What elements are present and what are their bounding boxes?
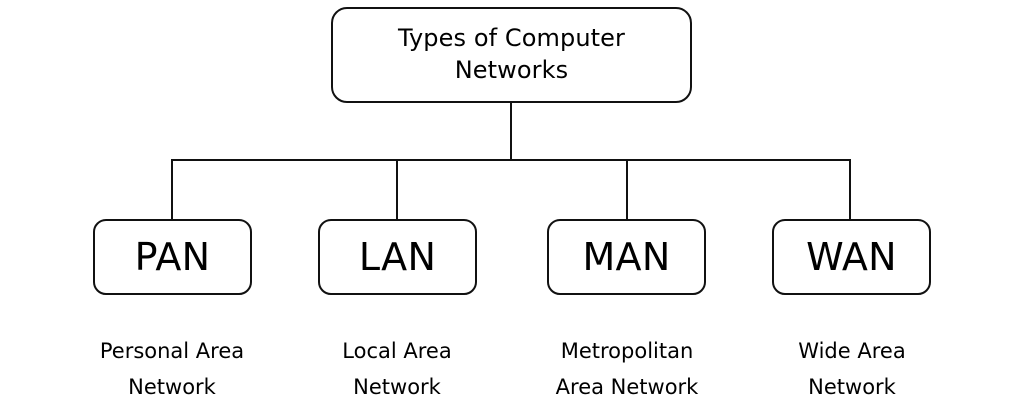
caption-lan: Local Area Network [342, 339, 452, 400]
node-lan-label: LAN [358, 235, 437, 279]
caption-man: Metropolitan Area Network [555, 339, 699, 400]
node-man-label: MAN [582, 235, 671, 279]
caption-pan: Personal Area Network [99, 339, 245, 400]
node-pan-label: PAN [134, 235, 211, 279]
caption-wan: Wide Area Network [798, 339, 906, 400]
node-wan-label: WAN [806, 235, 897, 279]
node-wan[interactable]: WAN [772, 219, 931, 295]
node-lan[interactable]: LAN [318, 219, 477, 295]
root-node-label: Types of Computer Networks [397, 24, 626, 84]
node-man[interactable]: MAN [547, 219, 706, 295]
node-pan[interactable]: PAN [93, 219, 252, 295]
node-root[interactable]: Types of Computer Networks [331, 7, 692, 103]
